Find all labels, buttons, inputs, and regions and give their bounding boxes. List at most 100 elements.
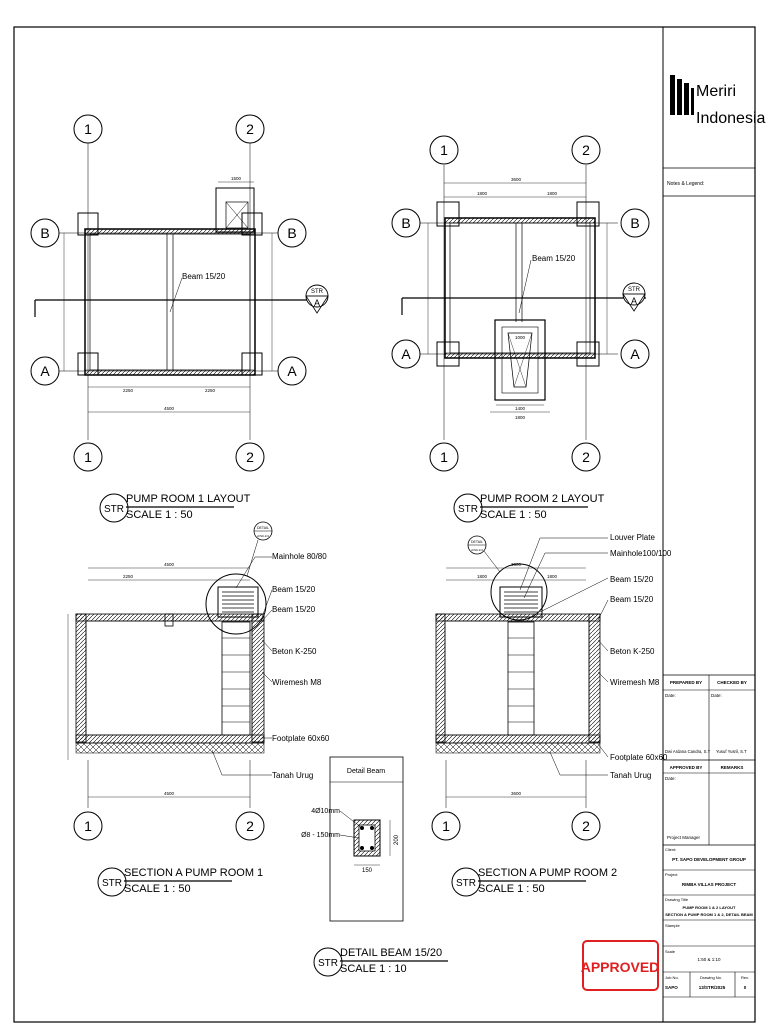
project-manager-label: Project Manager [667,835,701,840]
section-marker-l1-bottom: A [314,298,320,308]
dim-l1-d1: 2250 [123,388,134,393]
grid-bubble-b-l1-left: B [30,218,60,248]
view-title-section2-title: SECTION A PUMP ROOM 2 [478,867,617,879]
checked-by-label: CHECKED BY [717,680,747,685]
grid-bubble-1-l1-top-label: 1 [84,121,92,137]
view-title-section2-scale: SCALE 1 : 50 [478,883,545,895]
dim-l2-pit3: 1800 [515,415,526,420]
view-title-layout1-title: PUMP ROOM 1 LAYOUT [126,493,251,505]
job-no-label: Job No. [665,975,679,980]
dim-s1-top: 4500 [164,562,175,567]
view-title-layout1-scale: SCALE 1 : 50 [126,509,193,521]
grid-bubble-2-l2-bottom: 2 [571,442,601,472]
grid-bubble-2-l1-bottom: 2 [235,442,265,472]
grid-bubble-b-l2-right-label: B [630,215,639,231]
grid-bubble-b-l1-left-label: B [40,225,49,241]
pump-room-2-layout [401,165,646,440]
beam-label-l2: Beam 15/20 [532,254,576,263]
notes-legend-label: Notes & Legend: [667,181,704,187]
job-no-value: SAPO [665,985,678,990]
approved-by-label: APPROVED BY [670,765,703,770]
dim-s2-d2: 1800 [547,574,558,579]
grid-bubble-a-l1-right-label: A [287,363,297,379]
beam-label-l1: Beam 15/20 [182,272,226,281]
label-wiremesh-s1: Wiremesh M8 [272,678,322,687]
grid-bubble-a-l2-left-label: A [401,346,411,362]
view-title-section1-title: SECTION A PUMP ROOM 1 [124,867,263,879]
grid-bubble-a-l2-left: A [391,339,421,369]
pump-room-1-layout [34,143,312,440]
remarks-label: REMARKS [721,765,744,770]
view-title-section2-tag: STR [456,878,476,889]
detail-marker-bottom-2: A/S0-1/4 [471,548,483,552]
label-tanah-s2: Tanah Urug [610,771,651,780]
section-a-pump-room-1 [67,521,273,808]
client-label: Client: [665,847,676,852]
view-title-layout2-title: PUMP ROOM 2 LAYOUT [480,493,605,505]
label-rebar: 4Ø10mm [311,808,340,815]
label-mainhole-100: Mainhole100/100 [610,549,672,558]
label-mainhole-80: Mainhole 80/80 [272,552,327,561]
grid-bubble-b-l1-right-label: B [287,225,296,241]
approved-date-label: Date: [665,776,676,781]
grid-bubble-1-l1-bottom: 1 [73,442,103,472]
dim-l2-top: 3600 [511,177,522,182]
view-title-section1-scale: SCALE 1 : 50 [124,883,191,895]
scale-label: Scale [665,949,676,954]
detail-marker-top-1: DETAIL [257,526,269,530]
section-2-texts: 3600 1800 1800 3600 DETAIL A/S0-1/4 Louv… [471,533,672,796]
grid-bubble-2-l2-bottom-label: 2 [582,449,590,465]
approved-stamp: APPROVED [581,940,660,991]
grid-bubble-2-l1-bottom-label: 2 [246,449,254,465]
dim-l2-pit2: 1400 [515,406,526,411]
stample-label: Stample [665,923,680,928]
approved-stamp-text: APPROVED [581,959,660,975]
company-name-line1: Meriri [696,83,736,100]
dim-l2-d2: 1800 [547,191,558,196]
grid-bubble-b-l2-left-label: B [401,215,410,231]
section-marker-l1-top: STR [311,289,324,295]
section-marker-l2-bottom: A [631,296,637,306]
dim-det-w: 150 [362,868,373,874]
label-footplate-s1: Footplate 60x60 [272,734,330,743]
grid-bubble-b-l1-right: B [277,218,307,248]
title-block: Meriri Indonesia Notes & Legend: PREPARE… [662,27,765,1022]
label-stirrup: Ø8 - 150mm [301,832,340,839]
view-title-detail-tag: STR [318,958,338,969]
grid-bubble-2-s1: 2 [235,811,265,841]
scale-value: 1:50 & 1:10 [697,957,721,962]
grid-bubble-1-s2: 1 [431,811,461,841]
prepared-by-label: PREPARED BY [670,680,702,685]
grid-bubble-1-l2-bottom: 1 [429,442,459,472]
dim-l1-total: 4500 [164,406,175,411]
grid-bubble-2-l1-top: 2 [235,114,265,144]
grid-bubble-a-l1-left: A [30,356,60,386]
grid-bubble-a-l1-right: A [277,356,307,386]
view-title-layout1-tag: STR [104,504,124,515]
section-marker-l1: STR A [305,284,329,314]
view-title-detail-title: DETAIL BEAM 15/20 [340,947,442,959]
label-louver: Louver Plate [610,533,655,542]
label-footplate-s2: Footplate 60x60 [610,753,668,762]
dim-det-h: 200 [394,834,400,845]
grid-bubble-1-l1-top: 1 [73,114,103,144]
view-title-layout2-scale: SCALE 1 : 50 [480,509,547,521]
detail-beam-texts: Detail Beam 4Ø10mm Ø8 - 150mm 150 200 [301,768,400,874]
project-label: Project [665,872,678,877]
checked-name: Yusuf Yusril, S.T [716,749,747,754]
label-beam-s2b: Beam 15/20 [610,595,654,604]
dim-l2-pit: 1000 [515,335,526,340]
grid-bubble-1-s1-label: 1 [84,818,92,834]
sheet-border [13,26,756,1023]
detail-beam-box-title: Detail Beam [347,768,385,775]
grid-bubble-1-l2-top: 1 [429,135,459,165]
label-beam-s1b: Beam 15/20 [272,605,316,614]
grid-bubble-a-l2-right-label: A [630,346,640,362]
